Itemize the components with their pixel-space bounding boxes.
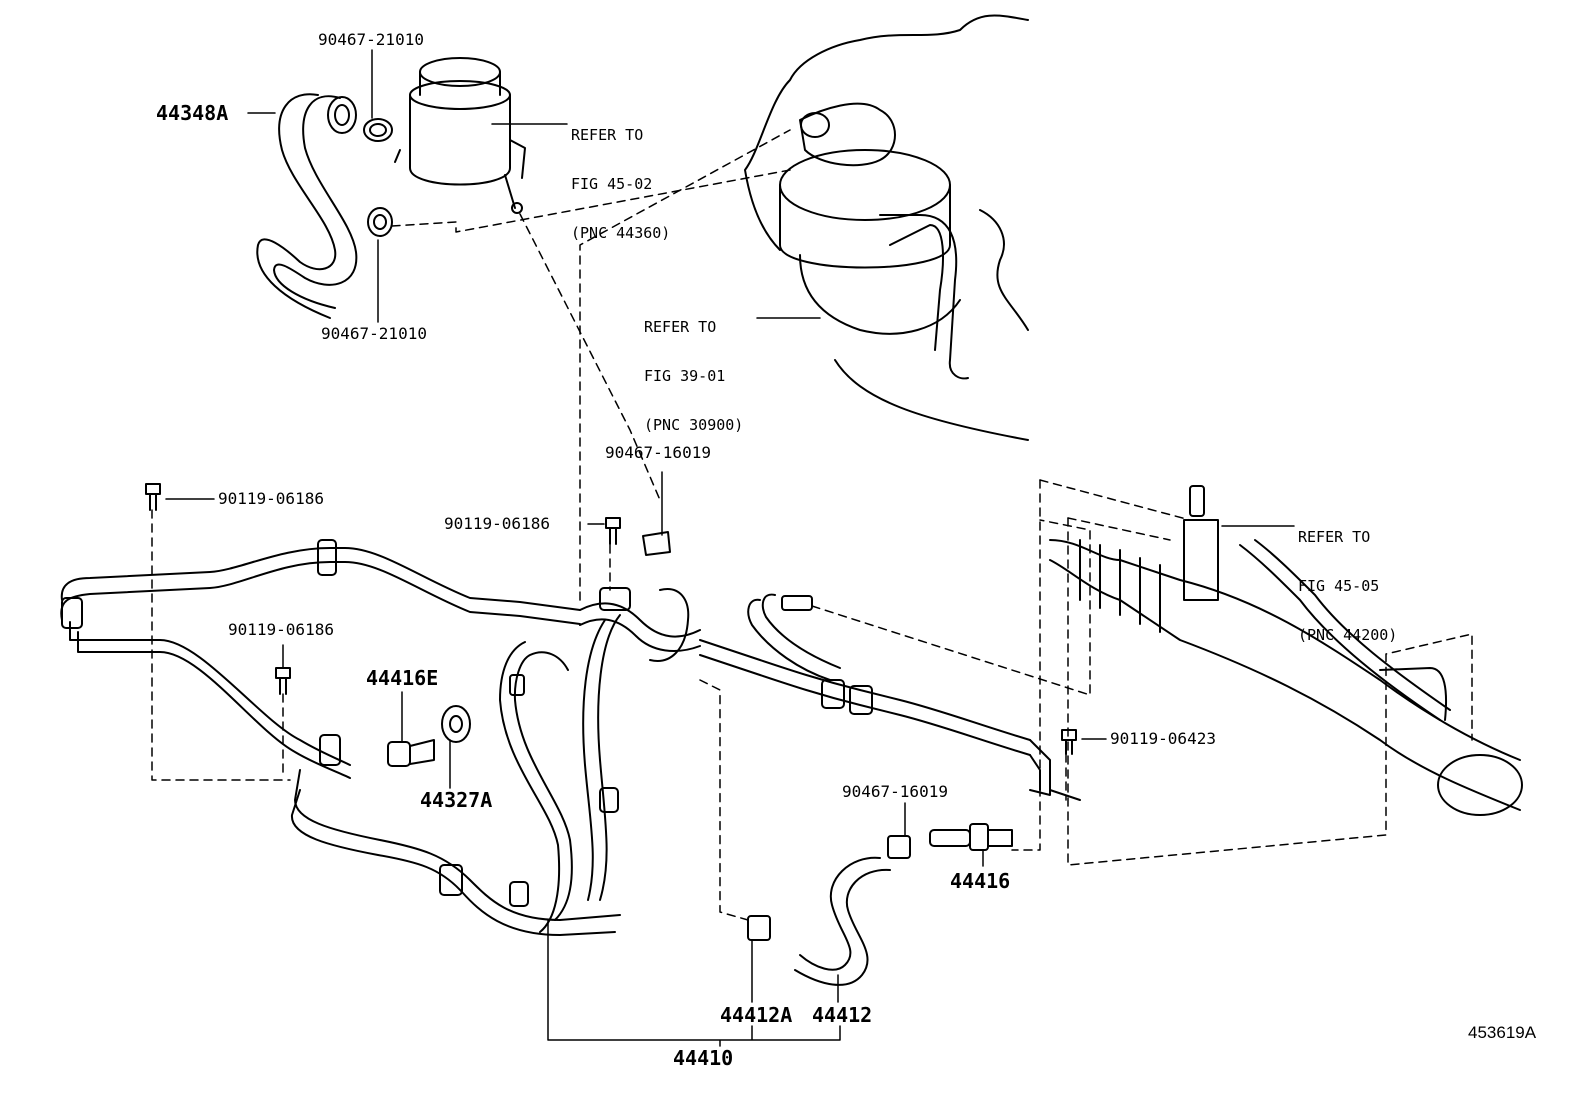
refer-pump: REFER TO FIG 39-01 (PNC 30900): [644, 290, 743, 452]
label-gasket-44327A: 44327A: [420, 788, 493, 812]
refer-pump-line1: REFER TO: [644, 318, 717, 336]
label-union-bolt-44416E: 44416E: [366, 666, 439, 690]
refer-reservoir-line3: (PNC 44360): [571, 224, 671, 242]
union-44416: [929, 823, 1013, 851]
refer-gear-line2: FIG 45-05: [1298, 577, 1380, 595]
refer-pump-line3: (PNC 30900): [644, 416, 744, 434]
refer-reservoir-line1: REFER TO: [571, 126, 644, 144]
return-hose-44348A: [256, 93, 358, 319]
label-bolt-90119-06186-mid: 90119-06186: [228, 620, 334, 639]
refer-reservoir: REFER TO FIG 45-02 (PNC 44360): [571, 98, 670, 260]
label-hose-44348A: 44348A: [156, 101, 229, 125]
power-steering-pump: [744, 14, 1029, 441]
steering-gear: [1049, 485, 1523, 816]
bolt-90119-06423: [1061, 729, 1077, 755]
hose-clip-upper: [363, 118, 393, 142]
label-tube-assy-44410: 44410: [673, 1046, 734, 1070]
bolt-90119-06186-center: [605, 517, 621, 545]
label-bolt-90119-06186-left: 90119-06186: [218, 489, 324, 508]
label-bolt-90119-06186-center: 90119-06186: [444, 514, 550, 533]
hose-44412: [747, 835, 911, 986]
label-hose-44412: 44412: [812, 1003, 873, 1027]
gasket-44327A: [441, 705, 471, 743]
bolt-90119-06186-mid: [275, 667, 291, 695]
leader-lines: [165, 49, 1295, 1047]
label-bolt-90119-06423: 90119-06423: [1110, 729, 1216, 748]
label-clip-90467-21010-lower: 90467-21010: [321, 324, 427, 343]
dashed-connectors: [151, 129, 1473, 921]
hose-clip-lower: [367, 207, 393, 237]
clip-90467-16019-mid: [642, 531, 671, 556]
label-hose-clamp-44412A: 44412A: [720, 1003, 793, 1027]
illustration-number: 453619A: [1468, 1023, 1537, 1042]
refer-gear: REFER TO FIG 45-05 (PNC 44200): [1298, 500, 1397, 662]
label-clip-90467-16019-mid: 90467-16019: [605, 443, 711, 462]
reservoir-tank: [394, 57, 526, 214]
refer-reservoir-line2: FIG 45-02: [571, 175, 653, 193]
refer-gear-line1: REFER TO: [1298, 528, 1371, 546]
bolt-90119-06186-left: [145, 483, 161, 511]
return-tube-44410: [60, 539, 621, 936]
union-bolt-44416E: [387, 739, 435, 767]
label-clip-90467-16019-lower: 90467-16019: [842, 782, 948, 801]
pressure-feed-tube: [579, 587, 1081, 901]
refer-gear-line3: (PNC 44200): [1298, 626, 1398, 644]
refer-pump-line2: FIG 39-01: [644, 367, 726, 385]
label-union-44416: 44416: [950, 869, 1011, 893]
label-clip-90467-21010-upper: 90467-21010: [318, 30, 424, 49]
